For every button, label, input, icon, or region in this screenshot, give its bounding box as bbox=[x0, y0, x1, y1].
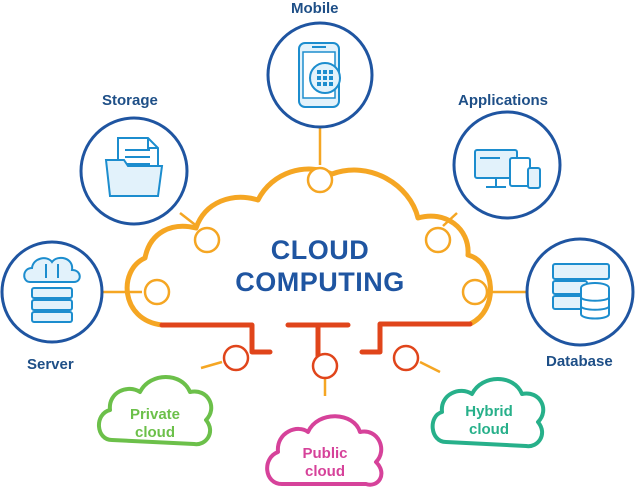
hybrid-cloud-shape bbox=[430, 377, 546, 449]
center-title-line2: COMPUTING bbox=[235, 267, 405, 297]
devices-icon bbox=[474, 149, 541, 189]
database-node bbox=[525, 237, 635, 347]
public-cloud-shape bbox=[265, 414, 384, 487]
hybrid-cloud-line2: cloud bbox=[469, 421, 509, 438]
dot-mobile bbox=[306, 166, 334, 194]
cloud-dots bbox=[143, 166, 489, 380]
dot-public bbox=[311, 352, 339, 380]
private-cloud-shape bbox=[97, 375, 214, 447]
dot-private bbox=[222, 344, 250, 372]
database-label: Database bbox=[546, 353, 613, 370]
applications-label: Applications bbox=[458, 92, 549, 109]
database-icon bbox=[552, 263, 610, 320]
dot-server bbox=[143, 278, 171, 306]
server-icon bbox=[23, 256, 81, 323]
storage-label: Storage bbox=[102, 92, 158, 109]
private-connector bbox=[200, 360, 223, 370]
dot-applications bbox=[424, 226, 452, 254]
private-cloud-line2: cloud bbox=[135, 424, 175, 441]
hybrid-connector bbox=[419, 360, 441, 374]
dot-hybrid bbox=[392, 344, 420, 372]
public-cloud-line2: cloud bbox=[305, 463, 345, 480]
mobile-icon bbox=[298, 42, 341, 108]
center-title-line1: CLOUD bbox=[270, 235, 370, 265]
private-cloud-line1: Private bbox=[129, 406, 181, 423]
dot-database bbox=[461, 278, 489, 306]
public-cloud-line1: Public bbox=[302, 445, 348, 462]
main-cloud-outline bbox=[124, 166, 493, 361]
hybrid-cloud-line1: Hybrid bbox=[465, 403, 513, 420]
applications-node bbox=[452, 110, 562, 220]
mobile-label: Mobile bbox=[291, 0, 339, 17]
connector-lines bbox=[101, 127, 528, 396]
server-node bbox=[0, 240, 104, 344]
mobile-node bbox=[266, 21, 374, 129]
folder-icon bbox=[104, 137, 164, 197]
storage-node bbox=[79, 116, 189, 226]
dot-storage bbox=[193, 226, 221, 254]
server-label: Server bbox=[27, 356, 74, 373]
